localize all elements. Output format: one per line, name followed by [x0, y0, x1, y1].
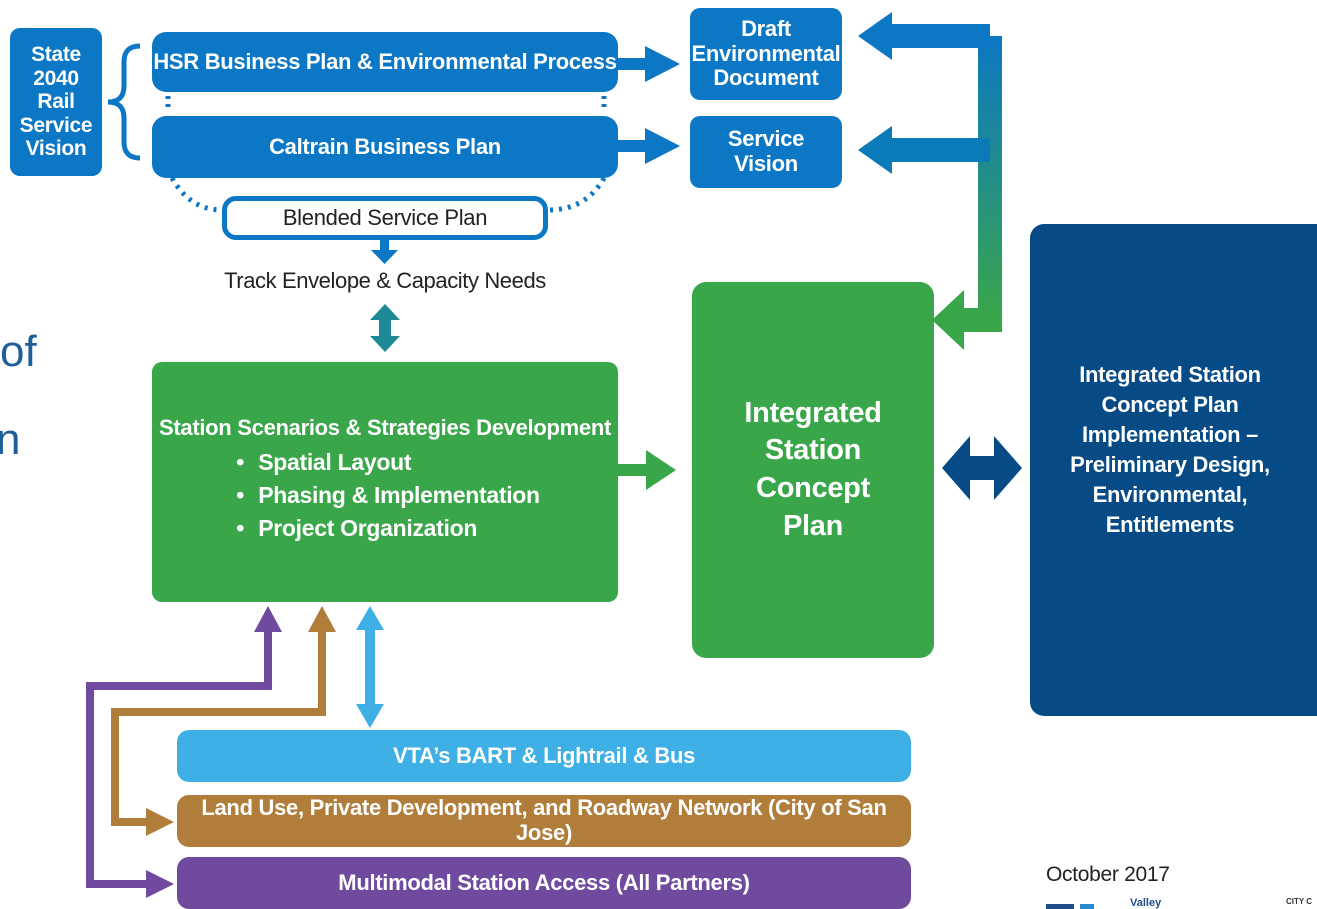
land-use-arrowhead-right: [146, 808, 174, 836]
scenarios-title: Station Scenarios & Strategies Developme…: [159, 414, 611, 440]
arrow-scenarios-to-concept: [616, 450, 676, 490]
logo-text: Valley: [1130, 897, 1162, 909]
double-arrow-vta-down: [356, 704, 384, 728]
vta-bar: VTA’s BART & Lightrail & Bus: [177, 730, 911, 782]
arrow-down-track: [371, 240, 398, 264]
scenarios-bullets: Spatial Layout Phasing & Implementation …: [230, 449, 540, 548]
feedback-arrowhead-top: [858, 12, 892, 60]
feedback-arrowhead-bottom: [932, 290, 964, 350]
dotted-link-blend-right: [547, 176, 607, 213]
double-arrow-vta-up: [356, 606, 384, 630]
double-arrow-track-scenarios: [370, 304, 400, 352]
blended-plan-box: Blended Service Plan: [222, 196, 548, 240]
state-vision-box: State 2040 Rail Service Vision: [10, 28, 102, 176]
left-partial-text-2: n: [0, 415, 21, 464]
dotted-link-blend-left: [169, 176, 223, 213]
corner-partial-text: CITY C: [1286, 897, 1313, 906]
track-envelope-label: Track Envelope & Capacity Needs: [224, 268, 546, 293]
multimodal-arrowhead-up: [254, 606, 282, 632]
agency-logo: Valley: [1046, 897, 1166, 909]
concept-plan-box: Integrated Station Concept Plan: [692, 282, 934, 658]
multimodal-bar: Multimodal Station Access (All Partners): [177, 857, 911, 909]
multimodal-arrowhead-right: [146, 870, 174, 898]
feedback-arrow: [952, 36, 1002, 332]
land-use-bar: Land Use, Private Development, and Roadw…: [177, 795, 911, 847]
feedback-arrowhead-mid: [858, 126, 892, 174]
service-vision-box: Service Vision: [690, 116, 842, 188]
land-use-arrowhead-up: [308, 606, 336, 632]
date-label: October 2017: [1046, 863, 1170, 886]
implementation-box: Integrated Station Concept Plan Implemen…: [1030, 224, 1317, 716]
hsr-plan-box: HSR Business Plan & Environmental Proces…: [152, 32, 618, 92]
draft-env-doc-box: Draft Environmental Document: [690, 8, 842, 100]
land-use-arrow: [111, 628, 326, 826]
multimodal-arrow: [86, 628, 272, 888]
double-arrow-concept-impl: [942, 436, 1022, 500]
brace: [107, 43, 141, 161]
arrow-to-service-vision: [618, 128, 680, 164]
left-partial-text-1: of: [0, 327, 37, 376]
caltrain-plan-box: Caltrain Business Plan: [152, 116, 618, 178]
bullet-phasing: Phasing & Implementation: [230, 482, 540, 509]
arrow-to-draft-doc: [618, 46, 680, 82]
scenarios-box: Station Scenarios & Strategies Developme…: [152, 362, 618, 602]
bullet-spatial-layout: Spatial Layout: [230, 449, 540, 476]
bullet-project-org: Project Organization: [230, 515, 540, 542]
